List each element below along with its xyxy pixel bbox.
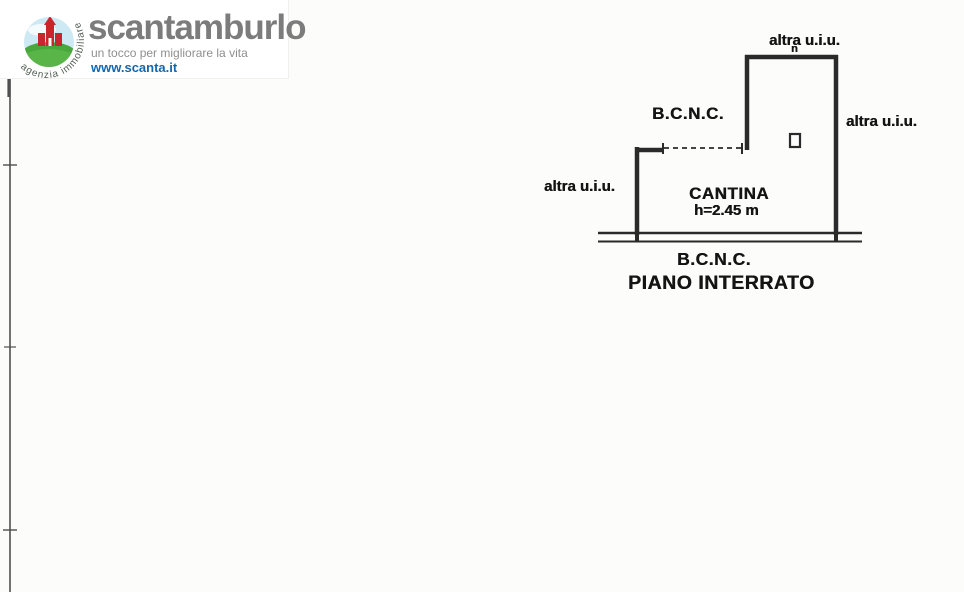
logo-emblem-icon <box>24 17 74 67</box>
logo-tagline: un tocco per migliorare la vita <box>91 46 248 60</box>
label-floor-title: PIANO INTERRATO <box>628 272 815 294</box>
brand-name: scantamburlo <box>88 8 306 47</box>
label-altra-uiu-top: altra u.i.u. <box>769 32 840 49</box>
label-room-name: CANTINA <box>689 184 769 203</box>
label-room-height: h=2.45 m <box>694 202 759 219</box>
logo-website-url: www.scanta.it <box>91 60 178 75</box>
pillar-symbol <box>788 132 802 149</box>
agency-logo: agenzia immobiliare scantamburlo un tocc… <box>0 0 306 80</box>
building-door-icon <box>48 38 52 46</box>
wall-lines <box>598 54 862 243</box>
label-top-mark: n <box>791 43 798 55</box>
label-bcnc-inner: B.C.N.C. <box>652 104 724 123</box>
red-building-icon <box>38 17 62 46</box>
scan-artifact-line <box>3 75 17 592</box>
label-altra-uiu-right: altra u.i.u. <box>846 113 917 130</box>
label-bcnc-bottom: B.C.N.C. <box>677 249 751 269</box>
agency-logo-icon: agenzia immobiliare <box>18 17 86 80</box>
label-altra-uiu-left: altra u.i.u. <box>544 178 615 195</box>
